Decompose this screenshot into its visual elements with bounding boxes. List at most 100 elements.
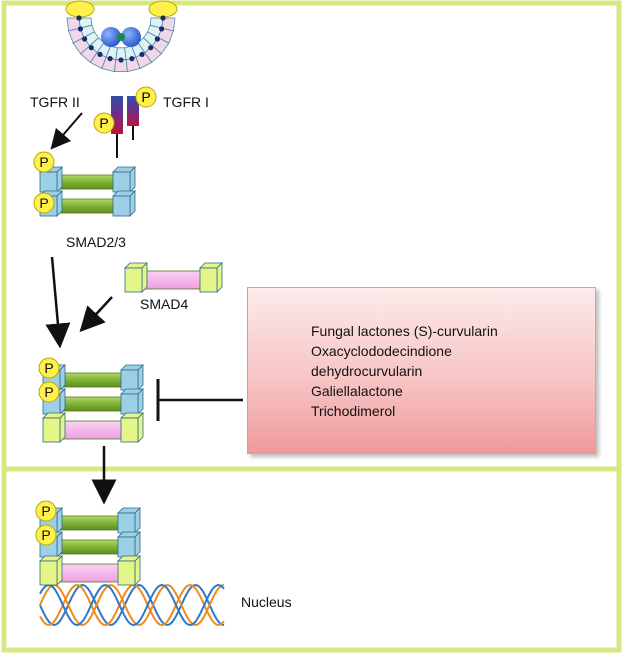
smad-block-side [134, 555, 141, 586]
inhibitor-item: Fungal lactones (S)-curvularin [311, 323, 498, 339]
phospho-tgfr1: P [135, 86, 157, 108]
label-tgfr1: TGFR I [163, 94, 209, 110]
smad-block-side [56, 190, 63, 217]
smad-block-side [141, 262, 148, 293]
receptor-arc-bead [82, 36, 88, 42]
phospho-tgfr2: P [93, 112, 115, 134]
smad-complex-nucleus: PP [35, 500, 141, 586]
inhibitor-box: Fungal lactones (S)-curvularin Oxacyclod… [247, 287, 596, 454]
smad-block-end [199, 267, 218, 293]
phospho-marker: P [38, 381, 60, 403]
smad-block-side [216, 262, 223, 293]
smad-block-end [117, 560, 136, 586]
smad-block-middle [139, 270, 203, 290]
smad-block-end [120, 417, 139, 443]
svg-text:P: P [44, 384, 53, 400]
receptor-arc-bead [159, 26, 165, 32]
ligand-dimer-right [121, 27, 141, 47]
smad-block-middle [54, 515, 121, 531]
smad-block-side [56, 555, 63, 586]
svg-text:P: P [39, 195, 48, 211]
smad-block-side [134, 507, 141, 534]
inhibitor-list: Fungal lactones (S)-curvularin Oxacyclod… [311, 321, 498, 421]
receptor-arc-segment [161, 17, 176, 32]
receptor-tgfr1-body [127, 96, 139, 126]
smad-block-end [39, 171, 58, 193]
svg-text:P: P [41, 527, 50, 543]
ligand-right [148, 0, 178, 18]
label-tgfr2: TGFR II [30, 94, 80, 110]
receptor-arc-bead [118, 57, 124, 63]
smad-block-end [112, 195, 131, 217]
smad-block-end [117, 536, 136, 558]
smad-block-side [137, 388, 144, 415]
smad-block-middle [54, 563, 121, 583]
smad-block-side [137, 364, 144, 391]
inhibitor-item: Galiellalactone [311, 383, 403, 399]
receptor-arc-bead [76, 15, 82, 21]
inhibitor-item: Oxacyclododecindione [311, 343, 452, 359]
smad-block-middle [54, 174, 116, 190]
tgf-beta-receptor-complex [65, 0, 178, 158]
arrow-smad4-to-complex [79, 296, 113, 333]
smad-block-end [117, 512, 136, 534]
smad-block-middle [54, 198, 116, 214]
smad-block-side [134, 531, 141, 558]
smad-block-side [59, 388, 66, 415]
smad-block-end [42, 417, 61, 443]
label-nucleus: Nucleus [241, 594, 292, 610]
smad-complex-cytoplasm: PP [38, 357, 144, 443]
phospho-marker: P [33, 192, 55, 214]
inhibitor-item: Trichodimerol [311, 403, 396, 419]
nucleus-frame [1, 466, 622, 653]
receptor-arc-bead [139, 51, 145, 58]
receptor-arc-bead [129, 56, 135, 62]
dna-helix [39, 583, 225, 627]
receptor-arc-bead [160, 15, 166, 21]
svg-text:P: P [141, 89, 150, 105]
smad-block-side [129, 166, 136, 193]
phospho-marker: P [35, 524, 57, 546]
svg-text:P: P [39, 154, 48, 170]
ligand-dimer-core [117, 33, 125, 41]
receptor-arc-bead [107, 56, 113, 62]
arrow-receptor-to-smad23 [50, 112, 83, 150]
smad23-dimer: PP [33, 151, 136, 217]
phospho-marker: P [38, 357, 60, 379]
receptor-arc-bead [77, 26, 83, 32]
smad-block-end [120, 369, 139, 391]
receptor-arc-bead [97, 51, 103, 58]
ligand-dimer-left [101, 27, 121, 47]
smad-block-middle [57, 420, 124, 440]
receptor-arc-bead [88, 45, 94, 51]
svg-text:P: P [41, 503, 50, 519]
ligand-left [65, 0, 95, 18]
smad-block-middle [57, 396, 124, 412]
svg-text:P: P [44, 360, 53, 376]
smad-block-side [59, 364, 66, 391]
smad-block-side [56, 166, 63, 193]
smad-block-side [56, 507, 63, 534]
phospho-marker: P [35, 500, 57, 522]
receptor-arc-bead [148, 45, 154, 51]
smad-block-side [129, 190, 136, 217]
phospho-marker: P [33, 151, 55, 173]
smad-block-end [124, 267, 143, 293]
smad-block-middle [54, 539, 121, 555]
label-smad4: SMAD4 [140, 296, 189, 312]
svg-text:P: P [99, 115, 108, 131]
inhibitor-item: dehydrocurvularin [311, 363, 423, 379]
smad-block-side [137, 412, 144, 443]
smad-block-end [120, 393, 139, 415]
dna-strand [39, 583, 225, 627]
receptor-extracellular-arc [66, 15, 176, 73]
smad-block-side [59, 412, 66, 443]
smad-block-end [39, 560, 58, 586]
label-smad23: SMAD2/3 [66, 234, 126, 250]
smad-block-side [56, 531, 63, 558]
smad-block-end [112, 171, 131, 193]
arrow-smad23-to-complex [45, 256, 71, 349]
receptor-arc-bead [154, 36, 160, 42]
smad4-protein [124, 262, 223, 293]
